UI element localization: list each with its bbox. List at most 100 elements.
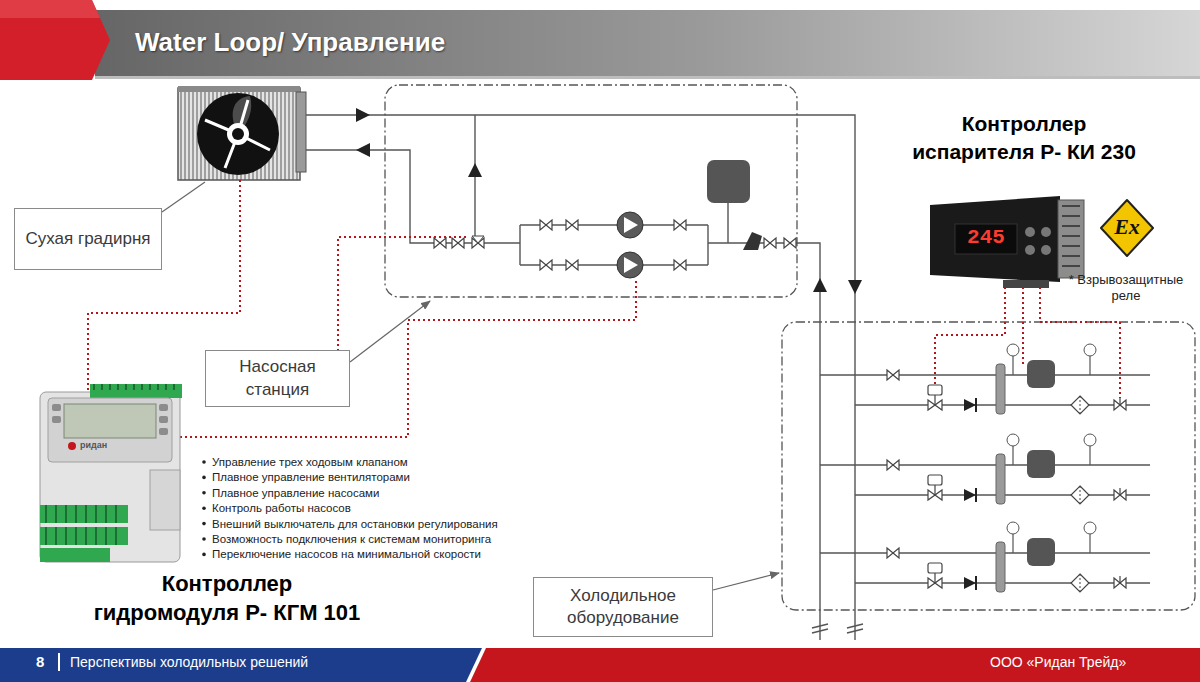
- rect-shape: [95, 76, 1200, 79]
- node-text: Сухая градирня: [25, 228, 150, 250]
- node-text: Контроллер испарителя Р- КИ 230: [902, 110, 1146, 165]
- rect-shape: [90, 384, 182, 398]
- circle-shape: [202, 476, 206, 480]
- rect-shape: [955, 224, 1017, 254]
- controller-heading: Контроллер гидромодуля Р- КГМ 101: [88, 566, 366, 630]
- circle-shape: [617, 212, 643, 238]
- rect-shape: [64, 404, 156, 438]
- feature-bullet: Внешний выключатель для остановки регули…: [212, 517, 542, 531]
- feature-bullet: Возможность подключения к системам монит…: [212, 532, 542, 546]
- path-shape: [743, 232, 762, 250]
- path-shape: [468, 163, 482, 177]
- node-text: Холодильное оборудование: [540, 585, 706, 629]
- path-shape: [708, 243, 820, 640]
- path-shape: [812, 624, 863, 633]
- rect-shape: [1058, 200, 1084, 278]
- path-shape: [180, 280, 636, 437]
- circle-shape: [197, 93, 279, 175]
- path-shape: [0, 0, 100, 18]
- rect-shape: [52, 404, 61, 411]
- path-shape: [713, 573, 779, 590]
- evaporator-rows: [820, 344, 1150, 592]
- rect-shape: [1003, 280, 1049, 288]
- use-shape: [764, 238, 776, 248]
- feature-bullet: Плавное управление насосами: [212, 486, 542, 500]
- slide-header: [0, 0, 1200, 80]
- circle-shape: [617, 252, 643, 278]
- rect-shape: [159, 416, 168, 423]
- path-shape: [46, 505, 116, 545]
- path-shape: [306, 115, 855, 640]
- node-text: Контроллер гидромодуля Р- КГМ 101: [88, 569, 366, 627]
- bullet-dots: [202, 460, 206, 556]
- use-shape: [540, 260, 552, 270]
- rect-shape: [95, 10, 1200, 76]
- circle-shape: [202, 553, 206, 557]
- rect-shape: [178, 86, 300, 92]
- use-shape: [566, 220, 578, 230]
- control-wiring: [88, 178, 1120, 437]
- node-text: Насосная станция: [212, 356, 343, 400]
- path-shape: [470, 648, 1200, 682]
- path-shape: [624, 217, 638, 233]
- slide-footer: [0, 648, 1200, 682]
- page-number: 8: [36, 653, 56, 672]
- path-shape: [338, 237, 468, 406]
- rect-shape: [52, 416, 61, 423]
- path-shape: [0, 0, 110, 80]
- use-shape: [566, 260, 578, 270]
- rect-shape: [58, 653, 60, 671]
- leader-lines: [162, 182, 779, 590]
- path-shape: [707, 225, 708, 265]
- use-shape: [820, 522, 1150, 592]
- feature-bullet: Управление трех ходовым клапаном: [212, 455, 542, 469]
- flow-arrows: [356, 108, 862, 294]
- footnote: * Взрывозащитные реле: [1066, 272, 1186, 305]
- path-shape: [930, 196, 1060, 282]
- path-shape: [520, 225, 708, 265]
- rect-shape: [178, 88, 300, 180]
- use-shape: [674, 260, 686, 270]
- path-shape: [472, 236, 484, 243]
- label-box: Сухая градирня: [14, 208, 162, 270]
- path-shape: [1022, 287, 1024, 364]
- path-shape: [356, 108, 370, 122]
- rect-shape: [296, 92, 306, 172]
- path-shape: [306, 150, 520, 243]
- hydraulic-piping: [306, 115, 863, 640]
- circle-shape: [1041, 227, 1051, 237]
- label-box: Насосная станция: [205, 350, 350, 407]
- circle-shape: [1025, 245, 1035, 255]
- path-shape: [162, 182, 205, 212]
- rect-shape: [40, 527, 128, 545]
- label-box: Холодильное оборудование: [533, 577, 713, 637]
- circle-shape: [202, 491, 206, 495]
- rect-shape: [40, 392, 180, 562]
- rect-shape: [48, 398, 172, 462]
- path-shape: [0, 648, 482, 682]
- feature-bullet: Плавное управление вентиляторами: [212, 470, 542, 484]
- rect-shape: [782, 322, 1195, 610]
- rect-shape: [40, 548, 110, 562]
- path-shape: [1101, 200, 1153, 256]
- circle-shape: [202, 460, 206, 464]
- path-shape: [474, 115, 475, 243]
- path-shape: [350, 301, 430, 362]
- ex-symbol: [1101, 200, 1153, 256]
- circle-shape: [202, 506, 206, 510]
- led-display: 245: [955, 225, 1017, 251]
- kgm-controller-device: [40, 384, 182, 562]
- footer-text: Перспективы холодильных решений: [70, 654, 470, 672]
- use-shape: [674, 220, 686, 230]
- rect-shape: [159, 428, 168, 435]
- path-shape: [94, 384, 174, 390]
- slide-title: Water Loop/ Управление: [135, 27, 445, 58]
- circle-shape: [232, 128, 244, 140]
- path-shape: [205, 100, 270, 168]
- dry-cooler-illustration: [178, 86, 306, 180]
- path-shape: [519, 225, 520, 265]
- use-shape: [434, 238, 446, 248]
- path-shape: [356, 143, 370, 157]
- path-shape: [848, 280, 862, 294]
- rect-shape: [159, 404, 168, 411]
